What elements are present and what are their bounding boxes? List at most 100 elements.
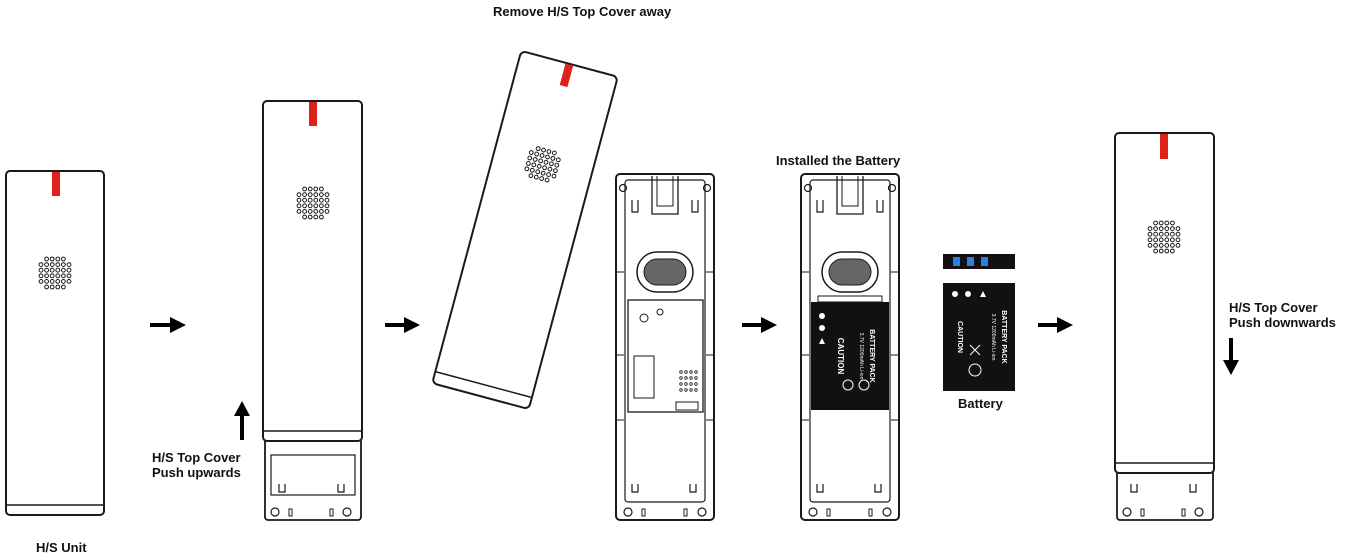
grille-hole (1170, 237, 1175, 243)
grille-hole (1170, 226, 1175, 232)
grille-hole (55, 256, 61, 262)
speaker-grille (524, 146, 561, 183)
hs-unit-label: H/S Unit (36, 540, 87, 555)
grille-hole (525, 160, 531, 166)
grille-hole (324, 197, 330, 203)
grille-hole (324, 209, 330, 214)
grille-hole (307, 186, 313, 192)
battery-front-view: CAUTION BATTERY PACK 3.7V 1200mAh Li-ion (943, 283, 1015, 391)
opened-unit-backplate (615, 173, 715, 521)
grille-hole (539, 176, 545, 181)
installed-battery: CAUTION BATTERY PACK 3.7V 1200mAh Li-ion (811, 302, 889, 410)
grille-hole (1158, 220, 1164, 226)
grille-hole (313, 192, 319, 198)
grille-hole (1153, 226, 1158, 232)
grille-hole (49, 279, 55, 284)
grille-hole (61, 279, 66, 284)
grille-hole (66, 262, 72, 268)
grille-hole (296, 197, 302, 203)
grille-hole (534, 151, 540, 157)
pcb-dot (679, 376, 683, 380)
pcb-dot (689, 388, 693, 392)
grille-hole (1158, 243, 1164, 248)
battery-label: Battery (958, 396, 1003, 411)
grille-hole (551, 173, 557, 179)
battery-caution-text-2: CAUTION (956, 321, 963, 353)
grille-hole (324, 203, 330, 209)
grille-hole (545, 154, 550, 160)
grille-hole (66, 279, 72, 284)
pcb-dot (694, 388, 698, 392)
pcb-dot (684, 382, 688, 386)
grille-hole (1158, 237, 1164, 243)
right-arrow-3 (742, 317, 777, 333)
pcb-dot (689, 370, 693, 374)
grille-hole (1164, 220, 1170, 226)
pcb-dot (694, 376, 698, 380)
grille-hole (1147, 226, 1153, 232)
down-arrow (1223, 338, 1239, 375)
installed-battery-label: Installed the Battery (776, 153, 901, 168)
grille-hole (61, 273, 66, 279)
grille-hole (49, 284, 55, 290)
grille-hole (44, 262, 49, 268)
grille-hole (319, 197, 324, 203)
grille-hole (544, 177, 550, 183)
grille-hole (1158, 226, 1164, 232)
grille-hole (1164, 248, 1170, 254)
pcb-dot (684, 370, 688, 374)
grille-hole (307, 203, 313, 209)
grille-hole (55, 267, 61, 273)
speaker-grille (38, 256, 72, 290)
grille-hole (1153, 231, 1158, 237)
grille-hole (540, 170, 546, 176)
grille-hole (1170, 231, 1175, 237)
grille-hole (44, 267, 49, 273)
grille-hole (44, 273, 49, 279)
grille-hole (1170, 220, 1175, 226)
grille-hole (307, 192, 313, 198)
grille-hole (1147, 243, 1153, 248)
grille-hole (1164, 226, 1170, 232)
battery-pack-text-2: BATTERY PACK (1000, 310, 1007, 363)
grille-hole (55, 279, 61, 284)
grille-hole (554, 162, 560, 168)
grille-hole (66, 267, 72, 273)
grille-hole (539, 153, 545, 158)
grille-hole (546, 172, 551, 178)
battery-caution-text: CAUTION (836, 338, 845, 375)
grille-hole (49, 256, 55, 262)
grille-hole (296, 209, 302, 214)
grille-hole (313, 214, 319, 220)
grille-hole (38, 279, 44, 284)
grille-hole (547, 166, 553, 172)
grille-hole (524, 166, 530, 172)
grille-hole (535, 169, 541, 175)
grille-hole (307, 197, 313, 203)
grille-hole (49, 273, 55, 279)
right-arrow-1 (150, 317, 186, 333)
grille-hole (1175, 237, 1181, 243)
grille-hole (1153, 220, 1158, 226)
unit-with-battery: CAUTION BATTERY PACK 3.7V 1200mAh Li-ion (800, 173, 900, 521)
grille-hole (543, 159, 549, 165)
grille-hole (531, 162, 537, 168)
grille-hole (555, 157, 561, 163)
grille-hole (44, 256, 49, 262)
battery-pack-text: BATTERY PACK (868, 329, 875, 382)
push-up-label-line1: H/S Top Cover (152, 450, 241, 465)
cover-push-down-device (1114, 132, 1215, 521)
grille-hole (313, 186, 319, 192)
pcb-dot (694, 382, 698, 386)
pcb-dot (679, 388, 683, 392)
right-arrow-2 (385, 317, 420, 333)
grille-hole (319, 203, 324, 209)
grille-hole (1170, 248, 1175, 254)
grille-hole (49, 262, 55, 268)
grille-hole (319, 186, 324, 192)
pcb-dot (684, 388, 688, 392)
grille-hole (1147, 231, 1153, 237)
grille-hole (533, 174, 539, 180)
remove-cover-label: Remove H/S Top Cover away (493, 4, 672, 19)
